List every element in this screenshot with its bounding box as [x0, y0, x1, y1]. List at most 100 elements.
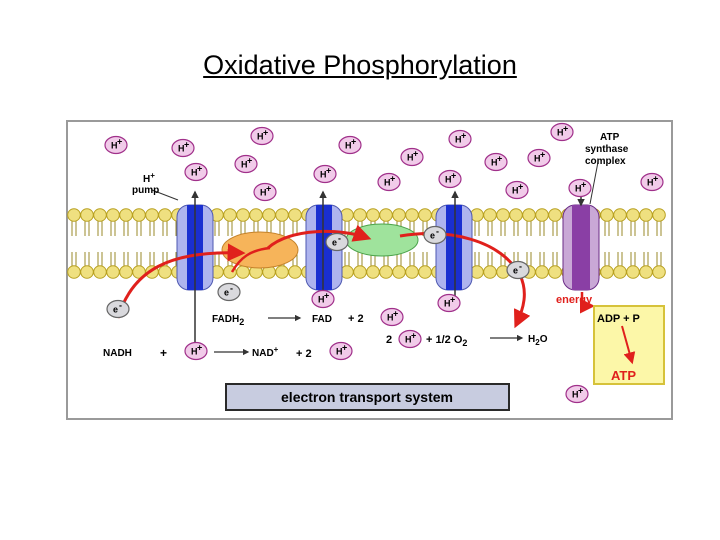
svg-text:+: +	[497, 154, 502, 164]
lipid-head-inner	[93, 265, 107, 279]
lipid-head-outer	[548, 208, 562, 222]
nadh-plus-label: +	[160, 346, 167, 360]
pump-label: pump	[132, 185, 159, 196]
svg-text:H: H	[445, 175, 452, 185]
svg-text:H: H	[178, 144, 185, 154]
lipid-head-outer	[366, 208, 380, 222]
svg-text:+: +	[653, 174, 658, 184]
nad-plus-two-label: + 2	[296, 348, 312, 360]
lipid-head-outer	[236, 208, 250, 222]
proton-ion: H+	[184, 162, 208, 182]
electron: e-	[423, 225, 447, 245]
cytochrome-c-carrier	[345, 223, 419, 257]
lipid-head-outer	[509, 208, 523, 222]
svg-text:H: H	[191, 168, 198, 178]
proton-ion: H+	[527, 148, 551, 168]
protein-complex-3	[305, 204, 343, 291]
electron-transport-banner	[225, 383, 510, 411]
proton-ion: H+	[640, 172, 664, 192]
pump-leader-line	[151, 189, 179, 201]
lipid-head-outer	[470, 208, 484, 222]
proton-ion: H+	[104, 135, 128, 155]
svg-text:+: +	[413, 149, 418, 159]
svg-text:H: H	[260, 188, 267, 198]
lipid-head-outer	[158, 208, 172, 222]
svg-text:-: -	[230, 284, 233, 294]
proton-ion: H+	[400, 147, 424, 167]
proton-ion: H+	[505, 180, 529, 200]
svg-text:H: H	[384, 178, 391, 188]
nadh-label: NADH	[103, 348, 132, 359]
lipid-head-outer	[418, 208, 432, 222]
lipid-head-inner	[340, 265, 354, 279]
svg-text:e: e	[332, 238, 337, 248]
svg-text:e: e	[513, 266, 518, 276]
lipid-head-inner	[275, 265, 289, 279]
lipid-head-inner	[236, 265, 250, 279]
proton-ion: H+	[437, 293, 461, 313]
svg-text:H: H	[387, 313, 394, 323]
energy-label: energy	[556, 294, 593, 306]
proton-ion: H+	[171, 138, 195, 158]
lipid-head-inner	[652, 265, 666, 279]
lipid-head-outer	[340, 208, 354, 222]
lipid-head-outer	[613, 208, 627, 222]
proton-ion: H+	[380, 307, 404, 327]
svg-text:+: +	[197, 343, 202, 353]
svg-text:+: +	[581, 180, 586, 190]
svg-text:+: +	[450, 295, 455, 305]
proton-ion: H+	[484, 152, 508, 172]
svg-text:H: H	[320, 170, 327, 180]
lipid-head-inner	[67, 265, 81, 279]
atp-synthesis-box	[593, 305, 665, 385]
svg-text:H: H	[557, 128, 564, 138]
lipid-head-outer	[275, 208, 289, 222]
adp-to-atp-arrow	[621, 325, 636, 365]
proton-ion: H+	[565, 384, 589, 404]
svg-text:e: e	[430, 231, 435, 241]
svg-text:H: H	[455, 135, 462, 145]
svg-text:+: +	[247, 156, 252, 166]
proton-ion: H+	[313, 164, 337, 184]
svg-text:+: +	[518, 182, 523, 192]
lipid-head-outer	[132, 208, 146, 222]
svg-text:e: e	[113, 305, 118, 315]
lipid-head-outer	[80, 208, 94, 222]
svg-text:+: +	[393, 309, 398, 319]
lipid-head-inner	[405, 265, 419, 279]
lipid-head-outer	[379, 208, 393, 222]
svg-text:+: +	[540, 150, 545, 160]
two-label: 2	[386, 334, 392, 346]
lipid-head-inner	[418, 265, 432, 279]
svg-text:+: +	[266, 184, 271, 194]
proton-ion: H+	[448, 129, 472, 149]
electron-flow-fadh-arrow	[230, 246, 271, 273]
proton-ion: H+	[438, 169, 462, 189]
electron: e-	[506, 260, 530, 280]
lipid-head-inner	[366, 265, 380, 279]
half-oxygen-label: + 1/2 O2	[426, 334, 467, 348]
synthase-leader-line	[589, 161, 599, 205]
proton-ion: H+	[329, 341, 353, 361]
proton-ion: H+	[550, 122, 574, 142]
lipid-head-inner	[392, 265, 406, 279]
svg-text:+: +	[451, 171, 456, 181]
svg-text:H: H	[534, 154, 541, 164]
lipid-head-outer	[535, 208, 549, 222]
svg-text:H: H	[572, 390, 579, 400]
svg-text:+: +	[117, 137, 122, 147]
svg-text:H: H	[491, 158, 498, 168]
atp-synthase-label-2: synthase	[585, 144, 629, 155]
svg-text:-: -	[519, 262, 522, 272]
proton-ion: H+	[234, 154, 258, 174]
svg-text:H: H	[257, 132, 264, 142]
svg-text:+: +	[324, 291, 329, 301]
svg-text:-: -	[436, 227, 439, 237]
proton-ion: H+	[377, 172, 401, 192]
svg-text:H: H	[191, 347, 198, 357]
electron: e-	[325, 232, 349, 252]
svg-text:+: +	[184, 140, 189, 150]
electron-flow-arrow-2	[266, 224, 372, 250]
proton-ion: H+	[568, 178, 592, 198]
